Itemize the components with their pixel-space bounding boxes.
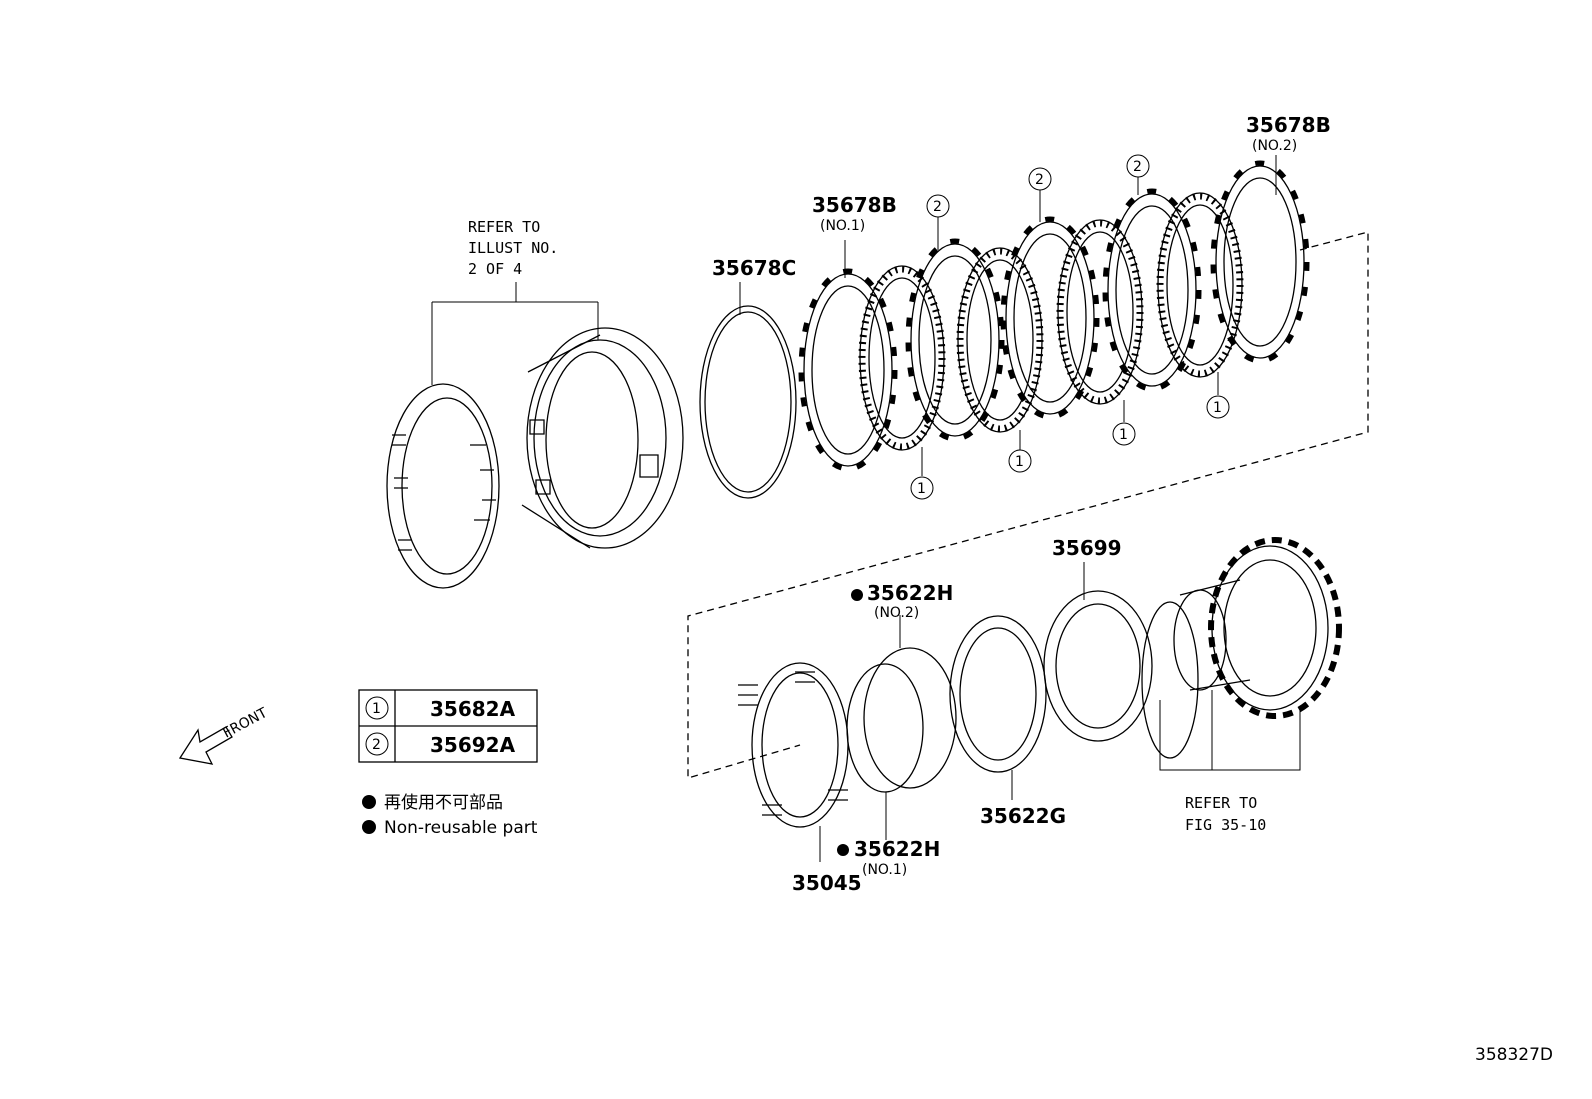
svg-text:2: 2 xyxy=(1035,172,1044,188)
refer-fig-note: REFER TO FIG 35-10 xyxy=(1159,690,1301,834)
clutch-drum-illustration xyxy=(521,327,684,549)
callouts-one: 1 1 1 1 xyxy=(910,372,1230,500)
non-reusable-notes: 再使用不可部品 Non-reusable part xyxy=(362,792,538,838)
non-reusable-mark-no1 xyxy=(837,844,849,856)
flange-plate-no2: 35678B (NO.2) xyxy=(1213,113,1331,361)
label-35622H-no1: 35622H xyxy=(854,837,940,861)
refer-fig-line2: FIG 35-10 xyxy=(1185,816,1266,834)
label-35678B-no1: 35678B xyxy=(812,193,897,217)
label-35678B-no2: 35678B xyxy=(1246,113,1331,137)
refer-illust-note: REFER TO ILLUST NO. 2 OF 4 xyxy=(431,218,599,385)
legend-key-1: 1 xyxy=(372,701,381,717)
legend-part-1: 35682A xyxy=(430,697,516,721)
figure-id: 358327D xyxy=(1475,1045,1553,1065)
note-japanese: 再使用不可部品 xyxy=(384,792,503,813)
label-35678C: 35678C xyxy=(712,256,796,280)
snap-ring-35678C: 35678C xyxy=(699,256,797,499)
assembly-connection-line xyxy=(687,231,1369,779)
front-direction-indicator: FRONT xyxy=(178,705,270,765)
clutch-disc-stack xyxy=(860,191,1242,450)
svg-text:1: 1 xyxy=(1015,454,1024,470)
label-35699: 35699 xyxy=(1052,536,1122,560)
note-english: Non-reusable part xyxy=(384,818,538,838)
label-35678B-no1-note: (NO.1) xyxy=(820,218,865,234)
spring-retainer-35045: 35045 xyxy=(738,662,862,895)
label-35678B-no2-note: (NO.2) xyxy=(1252,138,1297,154)
svg-text:1: 1 xyxy=(917,481,926,497)
flange-plate-no1: 35678B (NO.1) xyxy=(801,193,897,469)
refer-illust-line3: 2 OF 4 xyxy=(468,260,522,278)
non-reusable-mark-no2 xyxy=(851,589,863,601)
label-35622G: 35622G xyxy=(980,804,1066,828)
front-label: FRONT xyxy=(220,705,270,742)
refer-illust-line1: REFER TO xyxy=(468,218,540,236)
callout-legend-table: 1 35682A 2 35692A xyxy=(358,689,538,763)
svg-text:2: 2 xyxy=(933,199,942,215)
svg-text:1: 1 xyxy=(1119,427,1128,443)
refer-illust-line2: ILLUST NO. xyxy=(468,239,558,257)
piston-35699: 35699 xyxy=(1043,536,1153,742)
label-35622H-no1-note: (NO.1) xyxy=(862,862,907,878)
label-35622H-no2: 35622H xyxy=(867,581,953,605)
refer-fig-line1: REFER TO xyxy=(1185,794,1257,812)
legend-key-2: 2 xyxy=(372,737,381,753)
svg-text:1: 1 xyxy=(1213,400,1222,416)
label-35045: 35045 xyxy=(792,871,862,895)
front-arrow-icon xyxy=(178,726,233,765)
clutch-hub-illustration xyxy=(1141,537,1342,759)
callouts-two: 2 2 2 xyxy=(926,154,1150,250)
svg-text:2: 2 xyxy=(1133,159,1142,175)
legend-part-2: 35692A xyxy=(430,733,516,757)
seal-ring-35622G: 35622G xyxy=(949,615,1066,828)
piston-plate-illustration xyxy=(386,383,500,589)
oring-35622H: 35622H (NO.2) 35622H (NO.1) xyxy=(837,581,957,878)
label-35622H-no2-note: (NO.2) xyxy=(874,605,919,621)
